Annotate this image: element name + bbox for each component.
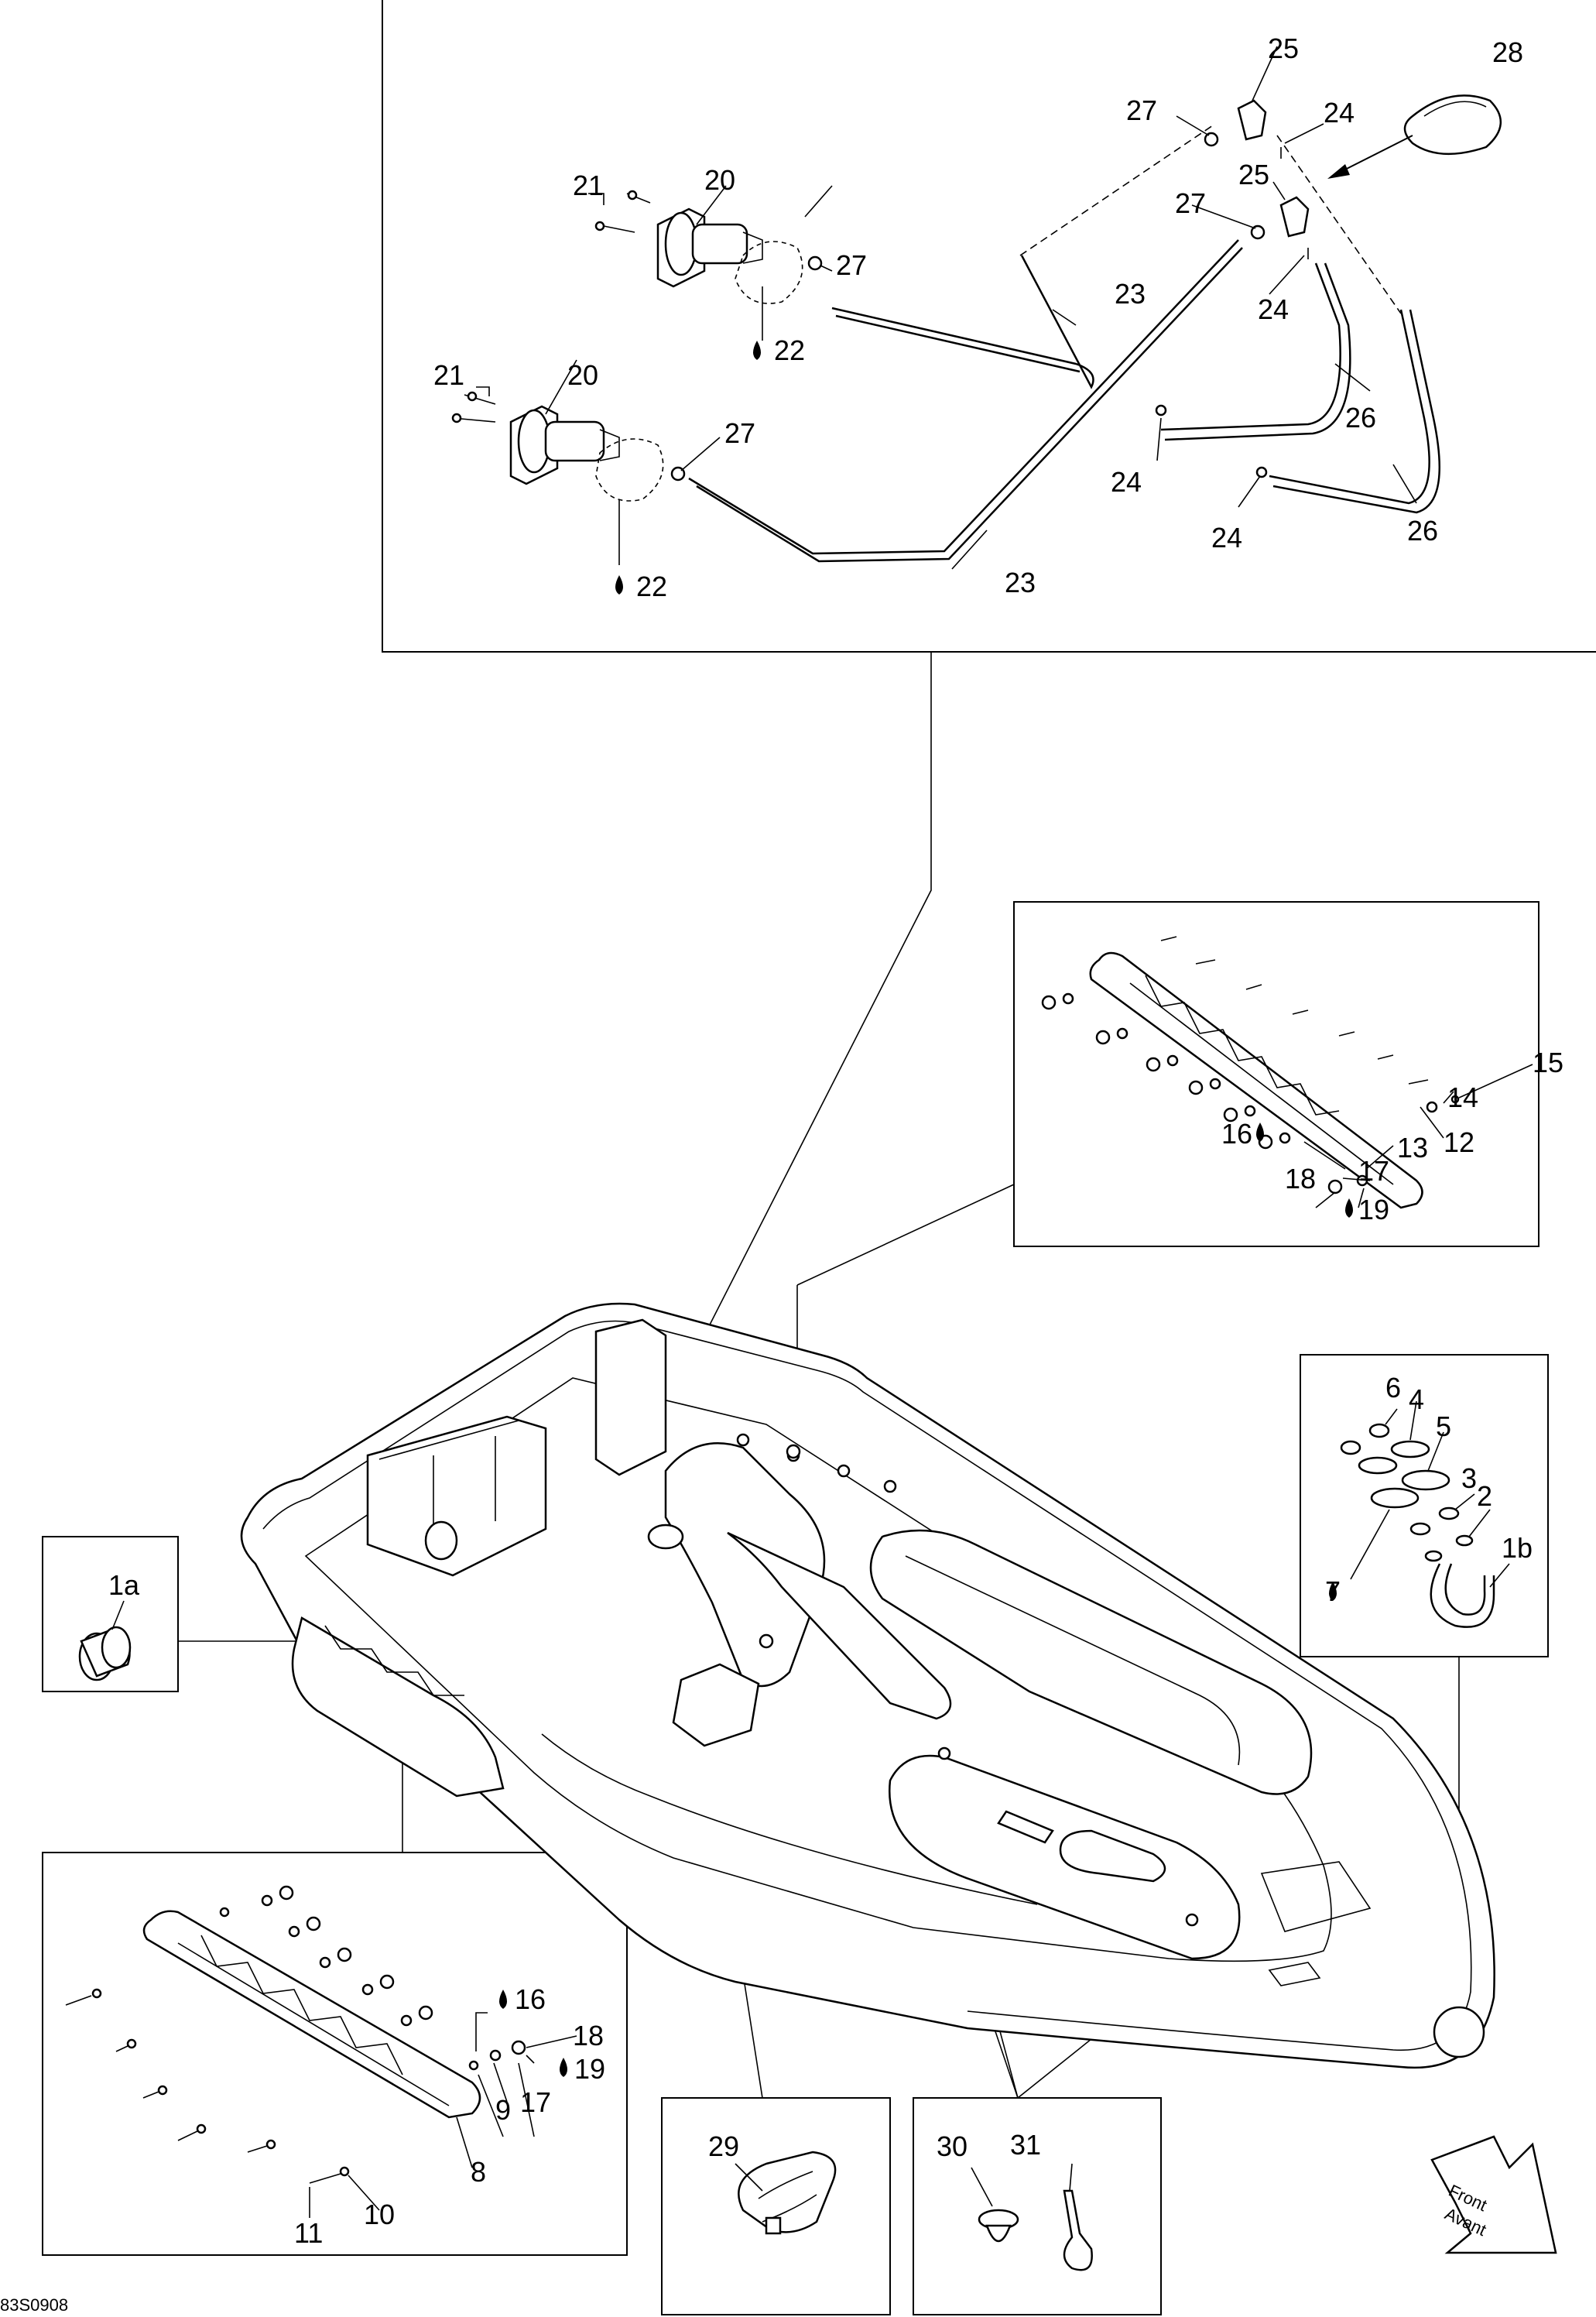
callout-23: 23 [1115,278,1146,310]
fuel-pump-lower [451,391,664,502]
callout-22: 22 [636,571,667,602]
callout-24: 24 [1211,522,1242,554]
inset-1a [42,1536,646,1692]
drop-icon [499,1990,507,2009]
callout-17: 17 [520,2086,551,2118]
callout-21: 21 [573,170,604,201]
callout-27: 27 [1175,187,1206,219]
sponson-washer-row [1041,992,1460,1194]
callout-26: 26 [1407,515,1438,547]
hull [240,1302,1495,2069]
callout-9: 9 [495,2094,511,2126]
callout-5: 5 [1436,1410,1451,1442]
callout-12: 12 [1444,1126,1474,1158]
drop-icon [1345,1198,1353,1218]
callout-31: 31 [1010,2129,1041,2161]
callout-18: 18 [573,2020,604,2051]
drop-icon [560,2058,567,2077]
callout-8: 8 [471,2156,486,2188]
drop-icon [615,575,623,595]
inset-30-31 [913,1764,1193,2315]
callout-16: 16 [1221,1118,1252,1150]
callout-4: 4 [1409,1383,1424,1415]
callout-29: 29 [708,2130,739,2162]
callout-25: 25 [1238,159,1269,190]
inset-29 [661,1726,891,2315]
callout-16: 16 [515,1983,546,2015]
callout-19: 19 [574,2053,605,2085]
callout-17: 17 [1358,1155,1389,1187]
callout-3: 3 [1461,1462,1477,1494]
callout-20: 20 [704,164,735,196]
fuel-pump-inset [382,0,1596,1534]
callout-19: 19 [1358,1194,1389,1225]
sealant-drop-icons [499,341,1353,2077]
drop-icon [753,341,761,360]
callout-27: 27 [836,249,867,281]
callout-23: 23 [1005,567,1036,598]
callout-24: 24 [1258,293,1289,325]
callout-22: 22 [774,334,805,366]
callout-14: 14 [1447,1081,1478,1113]
sponson-inset-left [42,1703,628,2256]
drawing-code: 83S0908 [0,2295,68,2315]
callout-6: 6 [1385,1372,1401,1404]
callout-24: 24 [1324,97,1355,129]
callout-24: 24 [1111,466,1142,498]
callout-1a: 1a [108,1569,140,1601]
callout-27: 27 [724,417,755,449]
callout-18: 18 [1285,1163,1316,1194]
callout-28: 28 [1492,36,1523,68]
callout-7: 7 [1325,1575,1341,1607]
callout-10: 10 [364,2199,395,2230]
callout-21: 21 [433,359,464,391]
callout-labels: 25 28 27 24 25 27 24 20 21 27 23 22 20 2… [0,33,1563,2315]
callout-30: 30 [937,2130,968,2162]
callout-13: 13 [1397,1132,1428,1164]
callout-25: 25 [1268,33,1299,64]
sponson-inset-right [796,901,1539,1459]
callout-11: 11 [294,2217,323,2249]
callout-20: 20 [567,359,598,391]
drop-icon [1256,1123,1264,1142]
callout-1b: 1b [1502,1532,1533,1564]
callout-27: 27 [1126,94,1157,126]
callout-2: 2 [1477,1480,1492,1512]
front-arrow: Front Avant [1430,2135,1557,2254]
callout-15: 15 [1533,1047,1563,1078]
fuel-pump-upper [594,190,803,304]
callout-26: 26 [1345,402,1376,434]
drop-icon [1329,1582,1337,1601]
